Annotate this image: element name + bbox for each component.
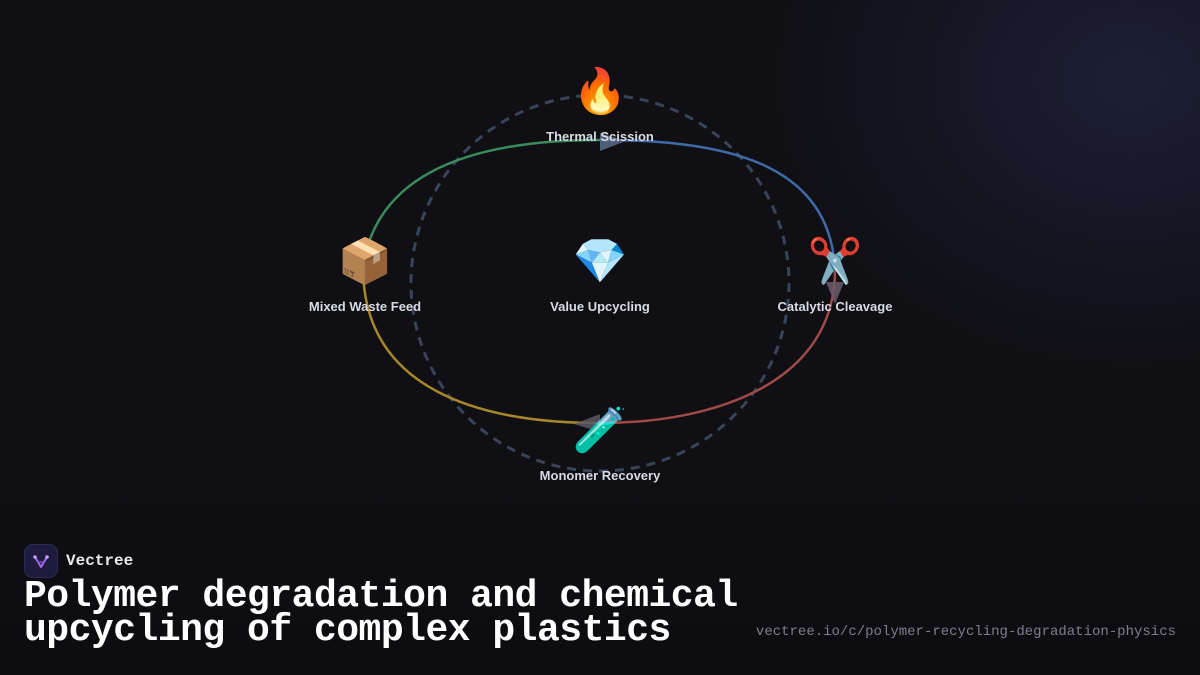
node-label-catalytic: Catalytic Cleavage [778, 299, 893, 314]
node-label-monomer: Monomer Recovery [540, 468, 661, 483]
node-catalytic-cleavage: ✂️ Catalytic Cleavage [778, 234, 893, 314]
node-label-value: Value Upcycling [550, 299, 650, 314]
edge-waste-to-thermal [366, 138, 601, 246]
node-label-waste: Mixed Waste Feed [309, 299, 421, 314]
source-url[interactable]: vectree.io/c/polymer-recycling-degradati… [755, 624, 1176, 640]
node-value-upcycling: 💎 Value Upcycling [550, 236, 650, 314]
arrowhead-to-thermal [600, 133, 626, 151]
scissors-icon: ✂️ [808, 234, 863, 287]
cycle-ring [409, 93, 791, 473]
gem-icon: 💎 [573, 236, 628, 287]
vectree-logo-mark [33, 555, 49, 568]
brand-name: Vectree [66, 552, 134, 570]
page-title: Polymer degradation and chemical upcycli… [24, 575, 738, 652]
package-icon: 📦 [338, 236, 393, 287]
brand: Vectree [24, 544, 133, 578]
arrowhead-to-monomer [574, 414, 600, 432]
node-thermal-scission: 🔥 Thermal Scission [546, 66, 654, 144]
node-mixed-waste-feed: 📦 Mixed Waste Feed [309, 236, 421, 314]
edge-monomer-to-waste [361, 269, 601, 425]
test-tube-icon: 🧪 [573, 405, 628, 456]
vectree-logo-icon [24, 544, 58, 578]
node-monomer-recovery: 🧪 Monomer Recovery [540, 405, 661, 483]
fire-icon: 🔥 [573, 66, 628, 117]
edge-catalytic-to-monomer [599, 269, 837, 425]
edge-thermal-to-catalytic [599, 138, 837, 271]
arrowhead-to-catalytic [826, 282, 844, 304]
node-label-thermal: Thermal Scission [546, 129, 654, 144]
